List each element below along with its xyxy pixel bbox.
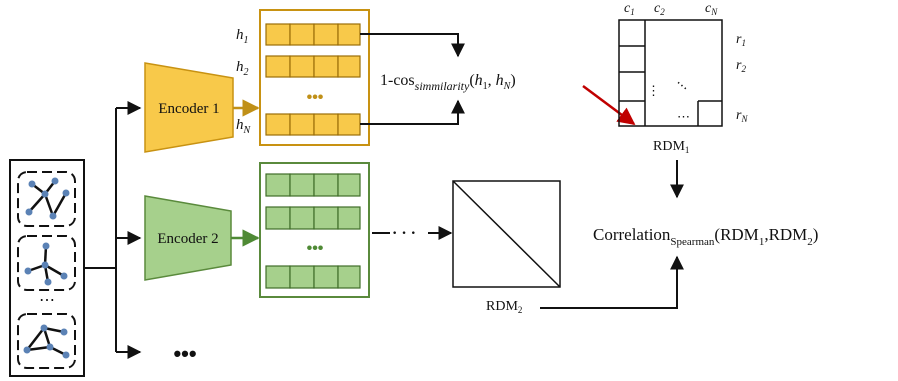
graph-3 <box>17 313 76 369</box>
graph-ellipsis: ⋯ <box>39 292 55 309</box>
rdm1-row-r2: r2 <box>736 58 746 74</box>
red-arrow <box>582 84 636 126</box>
more-encoders: ••• <box>173 341 196 366</box>
cos-formula: 1-cossimmilarity(h1, hN) <box>380 72 516 93</box>
rdm2-label: RDM2 <box>486 299 522 315</box>
rdm1-row-rN: rN <box>736 108 748 124</box>
rdm2-to-correlation-arrow <box>540 255 684 309</box>
embedding-rows-1 <box>265 23 361 136</box>
embedding-rows-2 <box>265 173 361 289</box>
rdm1-row-r1: r1 <box>736 32 746 48</box>
label-h1: h1 <box>236 27 249 46</box>
embedding-ellipsis-1: ••• <box>307 89 324 106</box>
label-h2: h2 <box>236 59 249 78</box>
rdm1-label: RDM1 <box>653 139 689 155</box>
input-graph-set: ⋯ <box>9 159 85 377</box>
rdm1-ddots: ⋯ <box>672 75 692 95</box>
graph-1 <box>17 171 76 227</box>
rdm1-matrix <box>618 19 723 127</box>
rdm2-matrix <box>452 180 561 288</box>
correlation-formula: CorrelationSpearman(RDM1,RDM2) <box>593 225 818 248</box>
rdm1-col-c2: c2 <box>654 1 665 17</box>
rdm1-hdots: ⋯ <box>677 109 690 124</box>
encoder-1-shape <box>144 62 234 153</box>
label-hN: hN <box>236 117 252 136</box>
encoder-2-shape <box>144 195 232 281</box>
branch-arrows <box>84 101 142 359</box>
rdm1-vdots: ⋮ <box>647 83 660 98</box>
rdm1-col-cN: cN <box>705 1 718 17</box>
encoder-2-label: Encoder 2 <box>157 231 218 247</box>
embedding-ellipsis-2: ••• <box>307 240 324 257</box>
encoder-1-label: Encoder 1 <box>158 101 219 117</box>
rdm1-col-c1: c1 <box>624 1 635 17</box>
cos-arrows <box>360 33 465 125</box>
graph-2 <box>17 235 76 291</box>
panel2-dots: · · · <box>392 225 416 242</box>
